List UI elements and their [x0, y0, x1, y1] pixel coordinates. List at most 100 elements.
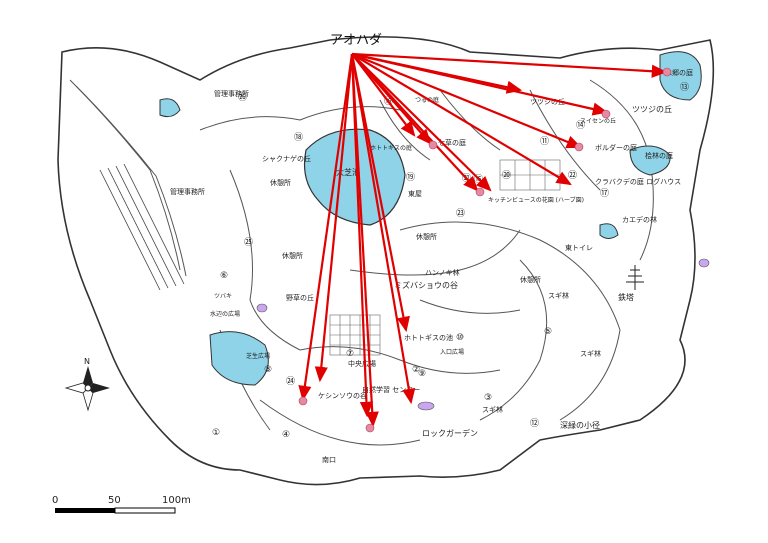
label-rest4: 休憩所: [520, 275, 541, 284]
tree-location-marker: [601, 109, 611, 119]
callout-arrow: [351, 52, 523, 94]
callout-arrow: [350, 53, 416, 405]
label-tower: 鉄塔: [618, 292, 634, 302]
callout-arrow: [351, 52, 668, 78]
label-boulder-garden: ボルダーの庭: [595, 143, 637, 152]
callout-arrow: [351, 53, 492, 192]
route-marker: ⑭: [576, 120, 585, 131]
label-banana-valley: ミズバショウの谷: [394, 280, 458, 290]
label-cedar1: スギ林: [548, 291, 569, 300]
label-east-gate: 東屋: [408, 189, 422, 198]
small-pond-e: [599, 223, 619, 239]
label-cedar3: スギ林: [482, 405, 503, 414]
label-wildflower: 野草の丘: [286, 293, 314, 302]
label-seven-garden: 七草の庭: [438, 138, 466, 147]
route-marker: ⑦: [346, 349, 354, 359]
label-nature-center: 自然学習 センター: [362, 385, 420, 394]
tree-location-marker: [662, 67, 672, 77]
label-south-field: ホトトギスの池: [404, 333, 453, 342]
label-reservoir: 大芝池: [336, 167, 360, 177]
route-marker: ⑲: [406, 172, 415, 183]
tree-location-marker: [475, 187, 485, 197]
scale-mid: 50: [108, 495, 121, 506]
route-marker: ⑳: [502, 170, 511, 181]
callout-arrow: [351, 53, 572, 186]
callout-arrow: [351, 52, 583, 149]
label-greenhouse-valley: ケシンソウの谷: [318, 391, 367, 400]
label-maintenance: 管理事務所: [214, 89, 249, 98]
small-pond-nw: [159, 98, 181, 118]
compass-rose-icon: N: [64, 357, 110, 412]
lavender-mark-1: [698, 258, 710, 268]
callout-arrow: [351, 53, 432, 145]
label-rock-garden: ロックガーデン: [422, 428, 478, 438]
route-marker: ⑪: [540, 136, 549, 147]
tower-icon: [626, 265, 644, 290]
label-management: 管理事務所: [170, 187, 205, 196]
tree-location-marker: [428, 140, 438, 150]
label-suisen: スイセンの丘: [580, 118, 616, 125]
route-marker: ⑩: [456, 333, 464, 343]
label-herb-garden: キッチンビュースの花園 (ハーブ園): [488, 196, 584, 204]
route-marker: ㉓: [456, 208, 465, 219]
central-plaza: [329, 314, 381, 356]
label-mizube: 水辺の広場: [210, 310, 240, 318]
label-north-gate: 南口: [322, 455, 336, 464]
callout-arrow: [314, 53, 354, 383]
tree-location-marker: [574, 142, 584, 152]
callout-label: アオハダ: [330, 33, 382, 48]
label-cypress-garden: 桧林の庭: [645, 151, 673, 160]
tree-location-marker: [298, 396, 308, 406]
route-marker: ⑧: [264, 365, 272, 375]
label-azalea-hill: ツツジの丘: [632, 105, 672, 114]
route-marker: ⑬: [680, 82, 689, 93]
label-shibafu: 芝生広場: [246, 352, 270, 360]
route-marker: ⑫: [530, 418, 539, 429]
scale-end: 100m: [162, 495, 191, 506]
parking-lot: [99, 163, 185, 291]
compass-north-label: N: [84, 357, 90, 366]
route-marker: ①: [212, 428, 220, 438]
label-shakunage: シャクナゲの丘: [262, 154, 311, 163]
scale-bar: 0 50 100m: [52, 495, 191, 514]
label-tsubaki: ツバキ: [214, 293, 232, 300]
label-entrance-gate: 入口広場: [440, 348, 464, 356]
route-marker: ⑤: [544, 327, 552, 337]
label-azalea-hill-mark: ツツジの丘: [530, 97, 565, 106]
label-east-toilet: 東トイレ: [565, 243, 593, 252]
label-crabapple-log: クラバクデの庭 ログハウス: [595, 177, 681, 186]
label-chuo-plaza: 中央広場: [348, 359, 376, 368]
route-marker: ⑱: [294, 132, 303, 143]
callout-arrow: [350, 53, 410, 333]
park-boundary: [57, 36, 715, 486]
callout-arrow: [350, 53, 374, 418]
route-marker: ㉒: [568, 170, 577, 181]
callout-arrow: [298, 53, 354, 402]
label-water-garden: 水郷の庭: [665, 68, 693, 77]
tree-location-marker: [365, 423, 375, 433]
label-shinzen: ハンノキ林: [425, 268, 460, 277]
route-marker: ②: [412, 365, 420, 375]
route-marker: ④: [282, 430, 290, 440]
label-rest2: 休憩所: [282, 251, 303, 260]
label-maple-forest: カエデの林: [622, 215, 657, 224]
route-marker: ㉖: [238, 92, 247, 103]
label-cedar2: スギ林: [580, 349, 601, 358]
label-rest1: 休憩所: [270, 178, 291, 187]
route-marker: ⑰: [600, 188, 609, 199]
route-marker: ⑥: [220, 271, 228, 281]
route-marker: ③: [484, 393, 492, 403]
scale-zero: 0: [52, 495, 58, 506]
label-rest3: 休憩所: [416, 232, 437, 241]
label-deep-forest-path: 深緑の小径: [560, 420, 600, 430]
water-garden-pond: [659, 51, 702, 101]
lavender-mark-3: [417, 401, 435, 411]
label-shinchu: ホトトギスの庭: [370, 144, 412, 152]
route-marker: ㉔: [286, 376, 295, 387]
callout-arrow: [351, 53, 416, 137]
route-marker: ㉕: [244, 237, 253, 248]
west-pond: [209, 331, 269, 386]
lavender-mark-2: [256, 303, 268, 313]
route-marker: ⑨: [418, 369, 426, 379]
